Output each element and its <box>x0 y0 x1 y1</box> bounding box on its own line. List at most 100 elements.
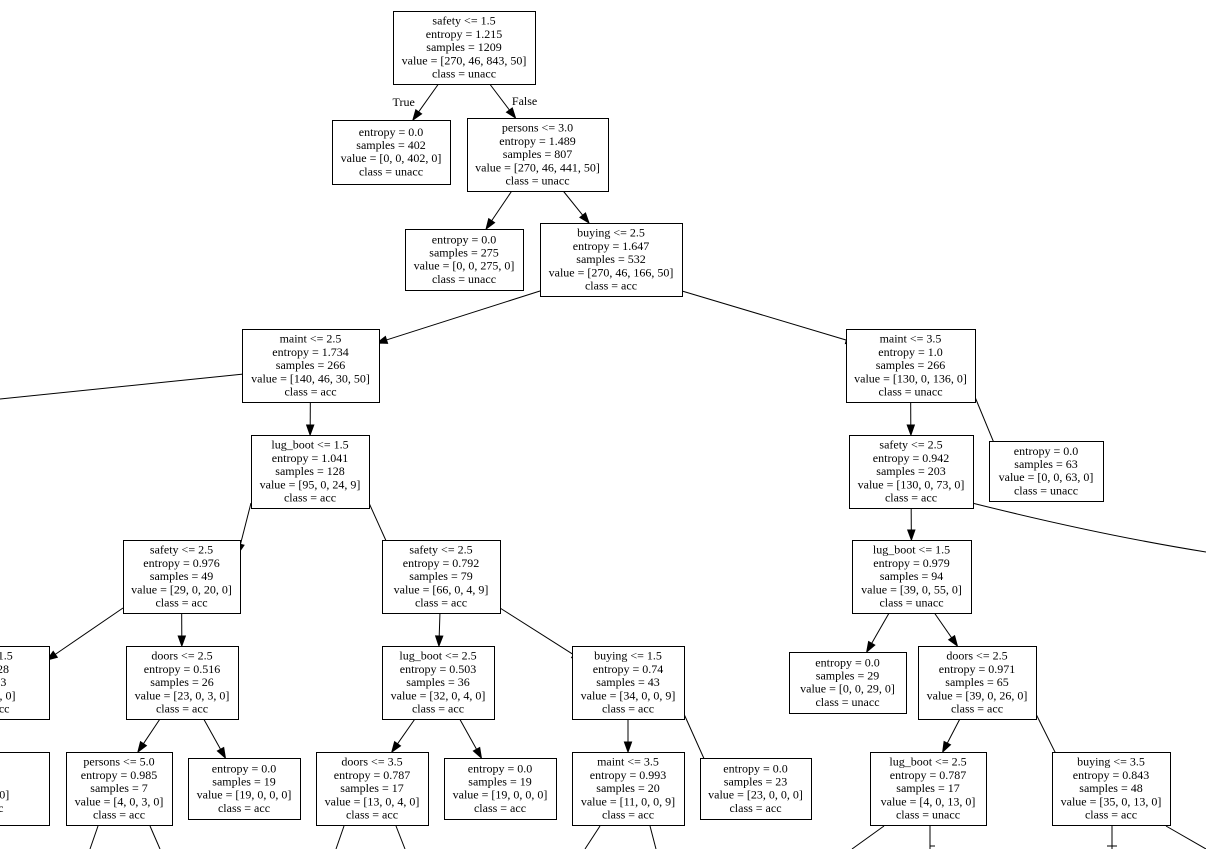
tree-node-text: samples = 36 <box>406 675 469 689</box>
tree-edge-offscreen <box>395 825 406 849</box>
tree-node-text: value = [19, 0, 0, 0] <box>453 788 548 802</box>
edge-line <box>418 83 439 113</box>
tree-node-text: value = [270, 46, 166, 50] <box>549 265 674 279</box>
edge-arrowhead <box>472 746 483 760</box>
edge-arrowhead <box>412 108 423 122</box>
tree-node-text: class = unacc <box>505 174 569 188</box>
tree-edge-offscreen <box>89 825 99 849</box>
tree-edge-offscreen <box>851 825 885 849</box>
tree-node-text: samples = 48 <box>1079 781 1142 795</box>
edge-arrowhead <box>579 212 590 225</box>
tree-node-box <box>393 11 536 85</box>
edge-arrowhead <box>906 529 916 542</box>
tree-node-text: samples = 49 <box>150 569 213 583</box>
tree-node-text: class = acc <box>474 801 526 815</box>
edge-label: True <box>393 95 415 109</box>
tree-node-text: samples = 402 <box>356 138 425 152</box>
edge-arrowhead <box>137 740 148 754</box>
tree-node-box <box>332 120 451 185</box>
tree-node-text: value = [4, 0, 13, 0] <box>881 794 976 808</box>
tree-node-text: entropy = 0.792 <box>403 556 479 570</box>
edge-arrowhead <box>390 740 402 754</box>
edge-line <box>499 607 574 656</box>
tree-node-text: value = [0, 0, 63, 0] <box>999 470 1094 484</box>
tree-node-box <box>251 435 370 509</box>
edge-line <box>203 718 221 750</box>
tree-node-text: class = acc <box>156 702 208 716</box>
tree-node-text: class = acc <box>155 596 207 610</box>
tree-edge <box>485 190 513 231</box>
tree-edge <box>942 718 961 754</box>
tree-node-text: entropy = 0.942 <box>873 451 949 465</box>
tree-node-text: entropy = 0.971 <box>939 662 1015 676</box>
tree-node-box <box>0 646 50 720</box>
edge-line <box>974 396 996 446</box>
tree-edge <box>203 718 227 760</box>
tree-node-text: samples = 532 <box>576 252 645 266</box>
tree-node-text: safety <= 2.5 <box>150 543 213 557</box>
tree-node-text: class = acc <box>602 808 654 822</box>
tree-node-text: safety <= 1.5 <box>432 14 495 28</box>
tree-edge <box>459 718 483 760</box>
tree-node-text: 0, 11, 0] <box>0 788 9 802</box>
tree-node-text: entropy = 0.985 <box>81 768 157 782</box>
tree-edge-offscreen <box>335 825 345 849</box>
tree-node-text: samples = 1209 <box>426 40 501 54</box>
tree-node-text: value = [13, 0, 4, 0] <box>325 794 420 808</box>
tree-node-box <box>852 540 972 614</box>
tree-node-text: lug_boot <= 2.5 <box>889 755 966 769</box>
tree-node-text: class = acc <box>602 702 654 716</box>
tree-node-box <box>918 646 1037 720</box>
edge-line <box>397 718 416 745</box>
tree-node-text: value = [19, 0, 0, 0] <box>197 788 292 802</box>
tree-node-box <box>1052 752 1171 826</box>
tree-edge: True <box>393 83 439 122</box>
tree-node-text: entropy = 1.0 <box>878 345 942 359</box>
tree-node-text: entropy = 0.787 <box>890 768 966 782</box>
edge-line <box>239 502 252 545</box>
tree-node-text: entropy = 0.0 <box>723 761 787 775</box>
tree-node-text: class = unacc <box>879 596 943 610</box>
tree-node-text: samples = 94 <box>880 569 943 583</box>
tree-node-text: value = [130, 0, 73, 0] <box>858 477 965 491</box>
tree-node-text: class = acc <box>346 808 398 822</box>
tree-node-text: class = acc <box>951 702 1003 716</box>
tree-edge <box>177 612 187 648</box>
tree-node-text: samples = 19 <box>212 775 275 789</box>
tree-edge <box>934 612 959 648</box>
tree-node-text: = 23 <box>0 675 6 689</box>
tree-node-box <box>467 118 609 192</box>
tree-node-text: persons <= 5.0 <box>83 755 154 769</box>
tree-node-text: value = [23, 0, 0, 0] <box>708 788 803 802</box>
edge-arrowhead <box>485 217 496 231</box>
tree-node-text: value = [270, 46, 843, 50] <box>402 53 527 67</box>
tree-node-box <box>572 752 685 826</box>
tree-node-text: maint <= 2.5 <box>280 332 342 346</box>
edge-line <box>683 713 707 764</box>
tree-node-box <box>789 652 907 714</box>
tree-node-box <box>846 329 976 403</box>
tree-node-text: value = [29, 0, 20, 0] <box>131 582 232 596</box>
tree-node-text: samples = 29 <box>816 669 879 683</box>
tree-edge-offscreen <box>584 825 601 849</box>
tree-node-text: samples = 26 <box>150 675 213 689</box>
tree-node-box <box>405 229 524 291</box>
tree-node-box <box>382 646 495 720</box>
tree-node-box <box>849 435 974 509</box>
tree-node-text: lug_boot <= 1.5 <box>271 438 348 452</box>
tree-node-text: value = [32, 0, 4, 0] <box>391 688 486 702</box>
tree-node-text: entropy = 0.74 <box>593 662 663 676</box>
tree-node-text: entropy = 0.0 <box>815 655 879 669</box>
tree-node-text: lug_boot <= 1.5 <box>873 543 950 557</box>
tree-node-text: entropy = 0.0 <box>1014 444 1078 458</box>
